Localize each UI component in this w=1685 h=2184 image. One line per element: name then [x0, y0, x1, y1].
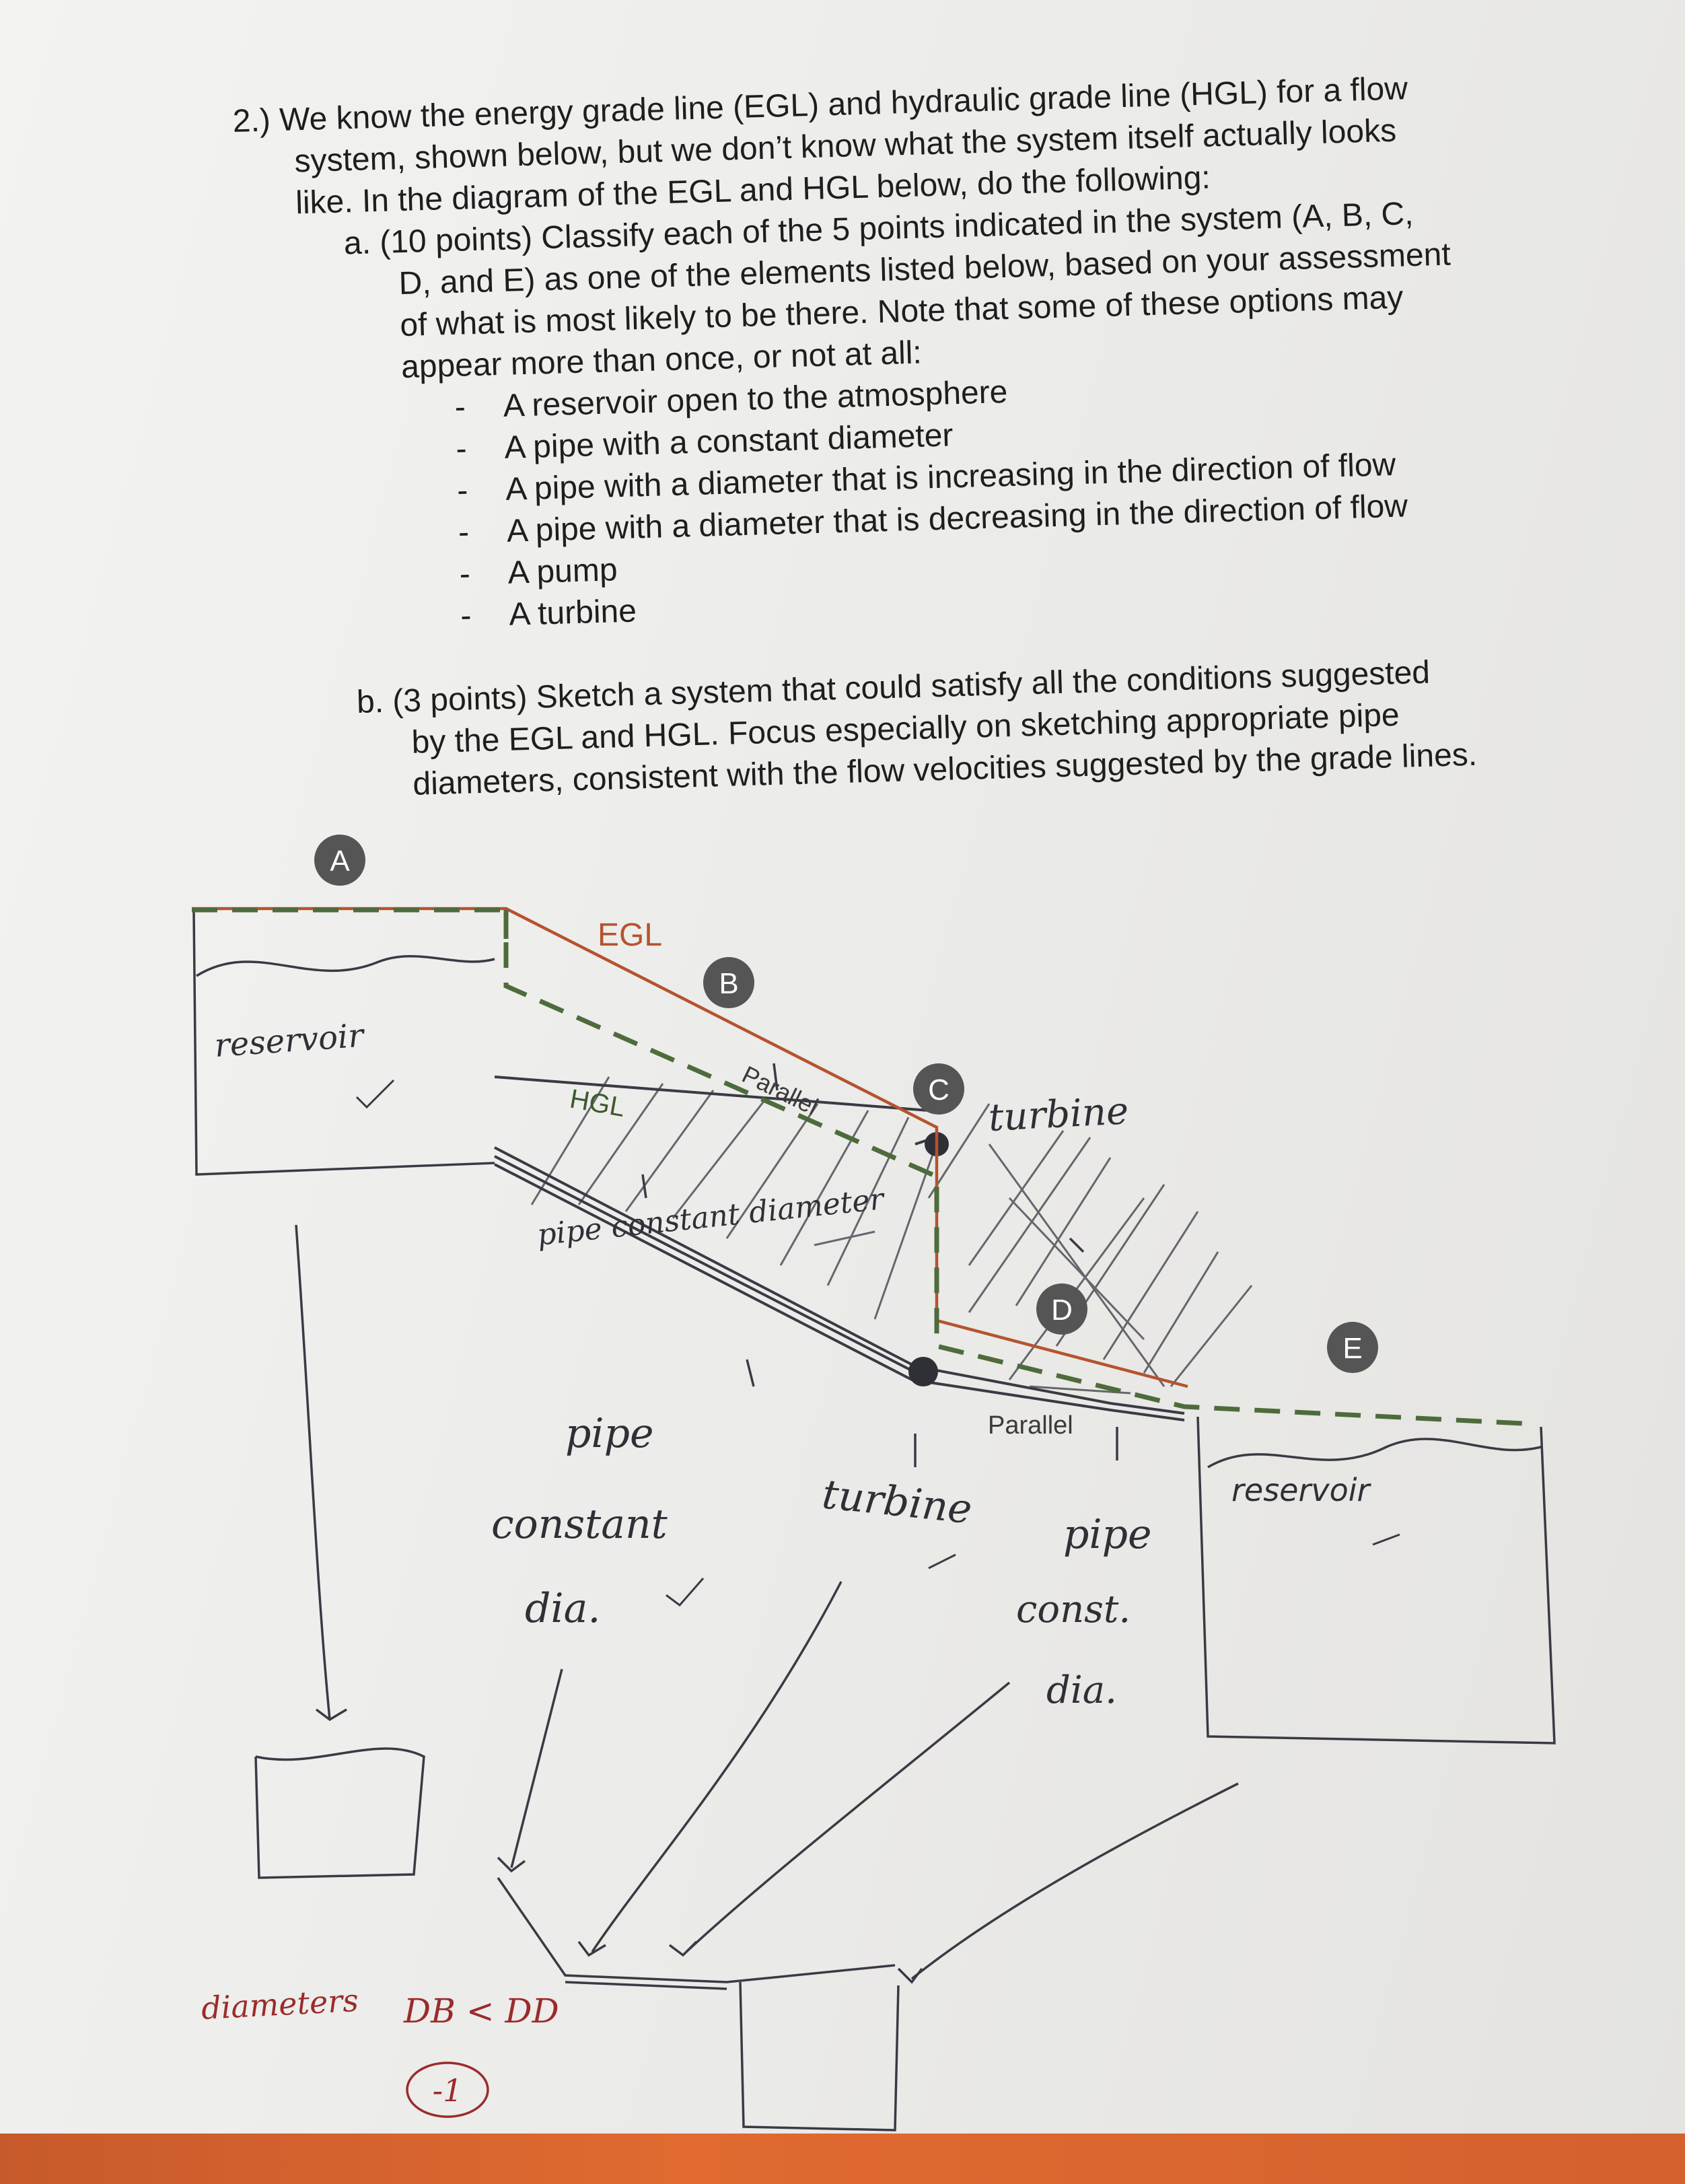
check-mark-icon: [355, 1079, 395, 1109]
hgl-line: [192, 907, 1525, 1426]
check-mark-icon: [666, 1578, 705, 1607]
turbine-dot: [908, 1357, 938, 1386]
egl-label: EGL: [598, 917, 662, 953]
handwriting-reservoir-left: reservoir: [213, 1016, 367, 1065]
parallel-label-top: Parallel: [738, 1060, 822, 1120]
svg-text:D: D: [1051, 1294, 1073, 1327]
left-reservoir-sketch: [192, 911, 495, 1176]
point-badge-b: B: [703, 957, 754, 1008]
handwriting-diameters: diameters: [201, 1982, 359, 2027]
handwriting-diameter-relation: DB < DD: [403, 1992, 559, 2031]
pipe-sketch: [494, 1076, 1185, 1421]
handwriting-reservoir-right: reservoir: [1231, 1472, 1372, 1508]
point-badge-c: C: [913, 1063, 964, 1115]
point-badge-d: D: [1036, 1283, 1087, 1335]
svg-text:B: B: [719, 967, 738, 1000]
check-mark-icon: [928, 1553, 956, 1570]
right-reservoir-sketch: [1196, 1416, 1556, 1745]
svg-text:A: A: [330, 845, 350, 878]
paper-page: [0, 0, 1685, 2140]
handwriting-dia: dia.: [525, 1585, 600, 1632]
handwriting-dia-right: dia.: [1046, 1668, 1117, 1712]
handwriting-const: const.: [1016, 1588, 1131, 1631]
bottom-pipe-sketch: [254, 1747, 900, 2132]
annotation-arrows: [295, 1063, 1239, 1984]
point-badge-a: A: [314, 835, 365, 886]
hgl-label: HGL: [567, 1084, 627, 1123]
pencil-hatching: [530, 1076, 1253, 1395]
svg-text:C: C: [928, 1073, 949, 1106]
score-circle: [406, 2062, 489, 2118]
handwriting-turbine-bottom: turbine: [820, 1471, 974, 1533]
parallel-label-bottom: Parallel: [988, 1411, 1073, 1440]
check-mark-icon: [1372, 1533, 1400, 1546]
svg-text:E: E: [1342, 1332, 1362, 1365]
handwriting-pipe: pipe: [565, 1410, 654, 1457]
score-text: -1: [433, 2072, 463, 2109]
junction-dots: [908, 1132, 949, 1386]
handwriting-turbine-top: turbine: [987, 1089, 1129, 1140]
handwriting-pipe-right: pipe: [1063, 1511, 1152, 1558]
point-badge-e: E: [1327, 1322, 1378, 1373]
handwriting-constant: constant: [491, 1501, 668, 1548]
desk-surface: [0, 2134, 1685, 2184]
